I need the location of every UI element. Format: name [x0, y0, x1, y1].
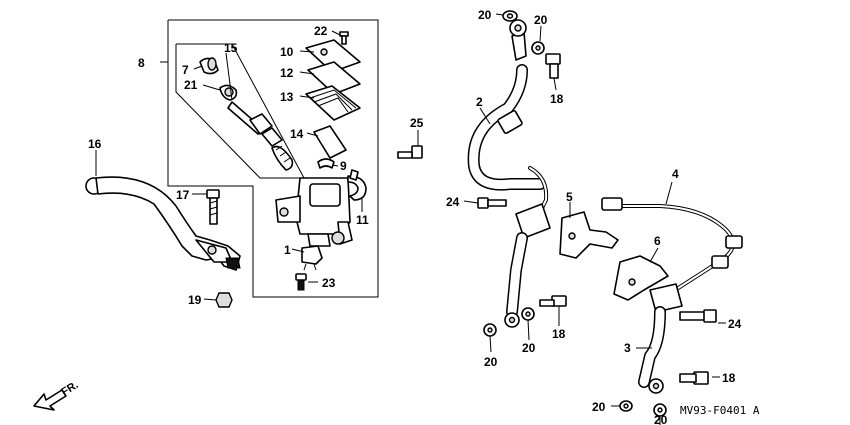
- banjo-bolt-middle: [539, 295, 567, 307]
- lower-brake-hose: [638, 283, 683, 394]
- brake-light-switch: [301, 245, 323, 271]
- hose-bracket-right: [613, 255, 669, 301]
- master-cylinder-assembly-outline: [167, 19, 379, 298]
- callout-21: 21: [184, 78, 198, 92]
- callout-10: 10: [280, 45, 294, 59]
- callout-1: 1: [284, 243, 291, 257]
- callout-20-b: 20: [534, 13, 548, 27]
- callout-24-lower: 24: [728, 317, 742, 331]
- hose-clip: [317, 158, 335, 169]
- switch-screw: [295, 273, 307, 291]
- pivot-bolt: [206, 189, 220, 225]
- callout-14: 14: [290, 127, 304, 141]
- sealing-washers: [483, 10, 667, 417]
- callout-18-bottom: 18: [722, 371, 736, 385]
- callout-4: 4: [672, 167, 679, 181]
- joint-bolt-upper: [477, 197, 507, 209]
- callout-18-middle: 18: [552, 327, 566, 341]
- diaphragm-plate: [307, 61, 361, 95]
- lever-nut: [215, 292, 233, 308]
- callout-16: 16: [88, 137, 102, 151]
- float-plate: [313, 125, 347, 159]
- callout-9: 9: [340, 159, 347, 173]
- banjo-bolt-bottom: [679, 371, 709, 385]
- callout-20-e: 20: [592, 400, 606, 414]
- joint-bolt-lower: [679, 309, 717, 323]
- callout-19: 19: [188, 293, 202, 307]
- callout-20-a: 20: [478, 8, 492, 22]
- brake-hose-joint: [504, 166, 551, 328]
- callout-23: 23: [322, 276, 336, 290]
- callout-12: 12: [280, 66, 294, 80]
- snap-ring: [219, 84, 238, 101]
- callout-8: 8: [138, 56, 145, 70]
- leader-lines: [95, 13, 726, 425]
- reservoir-cap: [305, 39, 361, 73]
- master-cylinder-bolt: [397, 145, 423, 159]
- dust-boot: [199, 57, 219, 75]
- callout-15: 15: [224, 41, 238, 55]
- reservoir-hose: [347, 169, 367, 201]
- callout-20-f: 20: [654, 413, 668, 425]
- callout-3: 3: [624, 341, 631, 355]
- front-direction-arrow: FR.: [33, 379, 81, 411]
- callout-22: 22: [314, 24, 328, 38]
- callout-20-d: 20: [522, 341, 536, 355]
- callout-2: 2: [476, 95, 483, 109]
- callout-5: 5: [566, 190, 573, 204]
- callout-25: 25: [410, 116, 424, 130]
- callout-13: 13: [280, 90, 294, 104]
- upper-brake-hose: [467, 19, 546, 191]
- callout-20-c: 20: [484, 355, 498, 369]
- callout-18-top: 18: [550, 92, 564, 106]
- piston-set: [227, 101, 294, 171]
- callout-7: 7: [182, 63, 189, 77]
- callout-6: 6: [654, 234, 661, 248]
- callout-24-upper: 24: [446, 195, 460, 209]
- banjo-bolt-top: [545, 53, 561, 79]
- callout-11: 11: [356, 213, 369, 227]
- master-cylinder-body: [275, 177, 353, 247]
- diaphragm: [305, 85, 361, 121]
- brake-lever: [85, 176, 241, 271]
- cap-screw: [339, 31, 349, 45]
- figure-code: MV93-F0401 A: [680, 404, 760, 417]
- hose-bracket-left: [559, 211, 619, 259]
- callout-17: 17: [176, 188, 190, 202]
- callout-labels: 1 2 3 4 5 6 7 8 9 10 11 12 13 14 15 16 1…: [88, 8, 742, 425]
- brake-pipe: [601, 197, 743, 294]
